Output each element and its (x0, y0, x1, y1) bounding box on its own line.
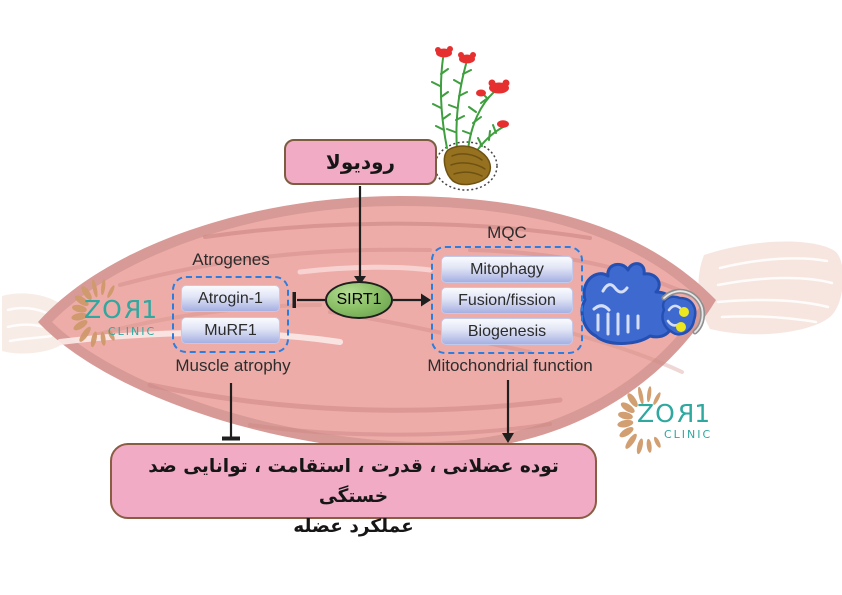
rhodiola-box: رودیولا (284, 139, 437, 185)
outcome-line-1: توده عضلانی ، قدرت ، استقامت ، توانایی ض… (148, 456, 559, 507)
sirt1-node: SIRT1 (325, 281, 393, 319)
mitochondrial-function-label: Mitochondrial function (427, 356, 593, 375)
flower-clusters (435, 46, 510, 128)
biogenesis-pill: Biogenesis (441, 317, 573, 345)
zor1-logo-text: ZOR1 (84, 295, 159, 324)
outcome-box: توده عضلانی ، قدرت ، استقامت ، توانایی ض… (110, 443, 597, 537)
arrow-rhodiola-to-sirt1 (354, 186, 366, 285)
rhodiola-label: رودیولا (325, 150, 396, 174)
clinic-logo-text: CLINIC (664, 428, 713, 441)
mqc-panel: Mitophagy Fusion/fission Biogenesis (431, 246, 583, 354)
arrow-mitofunction-to-outcome (502, 380, 514, 443)
mitochondria-icon (580, 262, 706, 345)
fusion-fission-pill: Fusion/fission (441, 286, 573, 314)
zor1-clinic-watermark: ZOR1 CLINIC (612, 378, 742, 462)
rhodiola-plant-icon (431, 46, 510, 191)
inhibition-bar-sirt1-to-atrogenes (292, 292, 325, 308)
clinic-logo-text: CLINIC (108, 325, 157, 338)
inhibition-bar-atrophy-to-outcome (222, 383, 240, 441)
root-icon (443, 145, 492, 186)
atrogenes-panel: Atrogin-1 MuRF1 (172, 276, 289, 353)
atrogin1-pill: Atrogin-1 (181, 285, 280, 312)
mqc-title: MQC (487, 223, 527, 242)
zor1-clinic-watermark: ZOR1 CLINIC (58, 266, 188, 350)
mitophagy-pill: Mitophagy (441, 255, 573, 283)
zor1-logo-text: ZOR1 (637, 399, 712, 428)
murf1-pill: MuRF1 (181, 317, 280, 344)
outcome-line-2: عملکرد عضله (293, 516, 414, 537)
arrow-sirt1-to-mqc (393, 293, 431, 307)
muscle-atrophy-label: Muscle atrophy (175, 356, 291, 375)
atrogenes-title: Atrogenes (192, 250, 270, 269)
